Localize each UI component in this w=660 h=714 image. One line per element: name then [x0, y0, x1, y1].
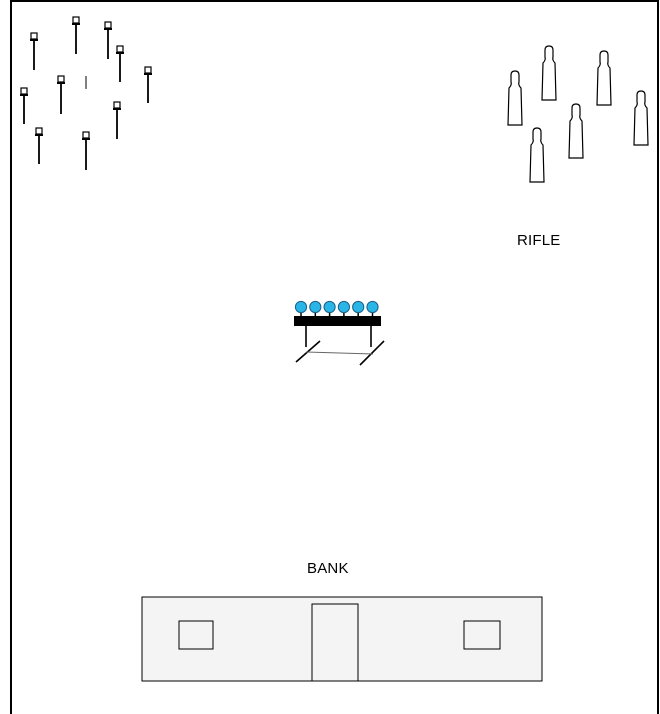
rifle-silhouette-targets [508, 46, 648, 182]
rack-foot-right [360, 341, 384, 365]
pistol-stake-target-icon [35, 128, 43, 164]
pistol-stake-target-icon [104, 22, 112, 59]
pistol-stake-target-icon [113, 102, 121, 139]
plate-target [338, 301, 349, 312]
rack-foot-left [296, 341, 320, 362]
bank-building [142, 597, 542, 681]
plate-target [367, 301, 378, 312]
plate-rack [294, 301, 384, 365]
rifle-silhouette-target-icon [542, 46, 556, 100]
plate-target [310, 301, 321, 312]
plate-target [295, 301, 306, 312]
bank-label: BANK [307, 560, 349, 577]
rifle-silhouette-target-icon [597, 51, 611, 105]
rack-bar [294, 316, 381, 326]
bank-door [312, 604, 358, 681]
pistol-stake-target-icon [116, 46, 124, 82]
pistol-stake-target-icon [20, 88, 28, 124]
pistol-stake-target-icon [57, 76, 65, 114]
rifle-silhouette-target-icon [634, 91, 648, 145]
rifle-silhouette-target-icon [530, 128, 544, 182]
plate-target [353, 301, 364, 312]
bank-window-right [464, 621, 500, 649]
bank-window-left [179, 621, 213, 649]
pistol-stake-target-icon [30, 33, 38, 70]
pistol-target-stakes [20, 17, 152, 170]
rack-crossbar [306, 352, 373, 354]
rifle-label: RIFLE [517, 232, 561, 249]
pistol-stake-target-icon [82, 132, 90, 170]
pistol-stake-target-icon [72, 17, 80, 54]
plate-target [324, 301, 335, 312]
pistol-stake-target-icon [144, 67, 152, 103]
rifle-silhouette-target-icon [569, 104, 583, 158]
rifle-silhouette-target-icon [508, 71, 522, 125]
